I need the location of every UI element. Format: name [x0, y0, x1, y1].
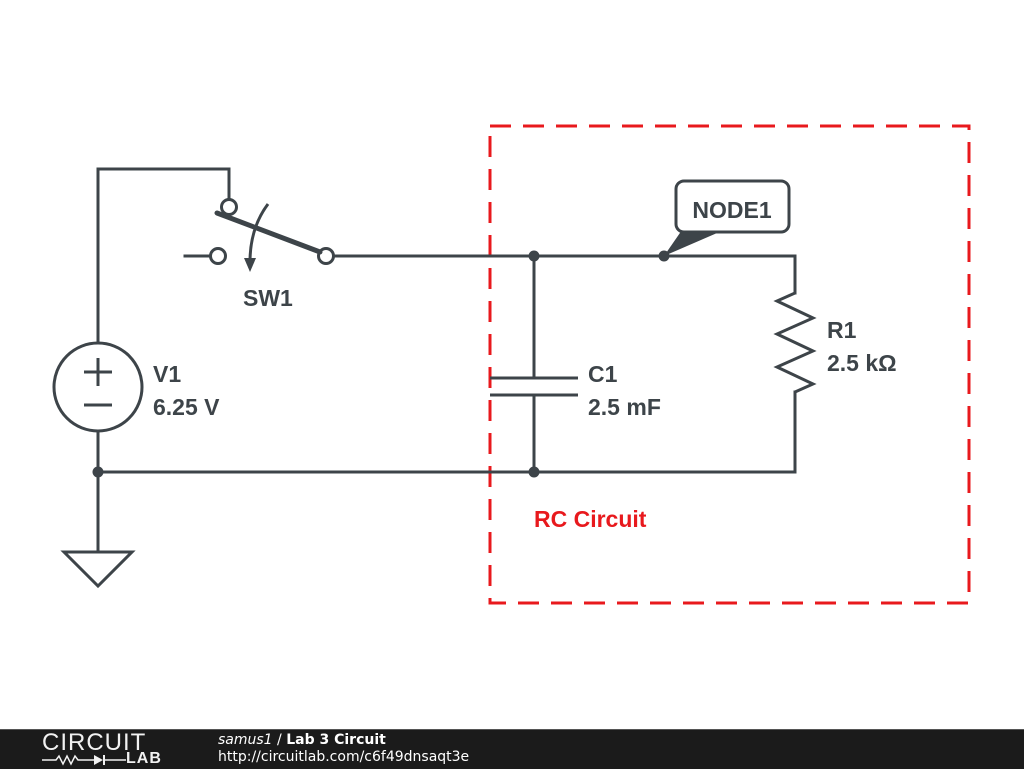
- junction-dot: [92, 466, 104, 478]
- rc-circuit-group-box[interactable]: [488, 124, 971, 605]
- schematic-canvas: RC Circuit V1 6.25 V SW1: [52, 124, 971, 605]
- switch-sw1[interactable]: SW1: [209, 198, 335, 312]
- resistor-r1[interactable]: R1 2.5 kΩ: [773, 291, 897, 394]
- junction-dot: [528, 466, 540, 478]
- rc-circuit-label: RC Circuit: [534, 506, 647, 532]
- switch-arrow-arc-icon: [248, 203, 270, 263]
- switch-common-terminal-icon: [220, 198, 238, 216]
- v1-value: 6.25 V: [153, 394, 220, 420]
- footer-bar: CIRCUIT LAB samus1 / Lab 3 Circuit http:…: [0, 729, 1024, 769]
- circuitlab-logo[interactable]: CIRCUIT LAB: [42, 729, 182, 768]
- capacitor-c1[interactable]: C1 2.5 mF: [490, 361, 661, 420]
- node-label-box: [674, 179, 791, 234]
- v1-name: V1: [153, 361, 181, 387]
- c1-value: 2.5 mF: [588, 394, 661, 420]
- circuit-meta: samus1 / Lab 3 Circuit http://circuitlab…: [218, 732, 469, 766]
- node1-label[interactable]: NODE1: [664, 179, 791, 256]
- wire-bottom-rail[interactable]: [96, 390, 797, 474]
- logo-text-circuit: CIRCUIT: [42, 729, 147, 756]
- node-label-pointer-icon: [664, 230, 724, 256]
- logo-resistor-diode-icon: [42, 754, 126, 766]
- circuit-title[interactable]: Lab 3 Circuit: [286, 732, 386, 748]
- wires: [96, 167, 797, 552]
- wire-top-rail[interactable]: [334, 254, 797, 295]
- r1-name: R1: [827, 317, 857, 343]
- wire-source-to-switch[interactable]: [96, 167, 231, 345]
- sw1-name: SW1: [243, 285, 293, 311]
- node1-text: NODE1: [692, 197, 771, 223]
- r1-value: 2.5 kΩ: [827, 350, 897, 376]
- resistor-zigzag-icon: [773, 291, 817, 394]
- title-separator: /: [272, 732, 287, 748]
- switch-lever-icon: [214, 210, 323, 255]
- logo-text-lab: LAB: [126, 750, 162, 767]
- voltage-source-v1[interactable]: V1 6.25 V: [52, 341, 220, 433]
- author-link[interactable]: samus1: [218, 732, 273, 748]
- voltage-source-circle-icon: [52, 341, 144, 433]
- switch-terminal-a-icon: [209, 247, 227, 265]
- junction-dot: [528, 250, 540, 262]
- c1-name: C1: [588, 361, 618, 387]
- ground-icon[interactable]: [60, 550, 136, 589]
- switch-arrow-head-icon: [244, 258, 256, 272]
- circuit-url[interactable]: http://circuitlab.com/c6f49dnsaqt3e: [218, 749, 470, 765]
